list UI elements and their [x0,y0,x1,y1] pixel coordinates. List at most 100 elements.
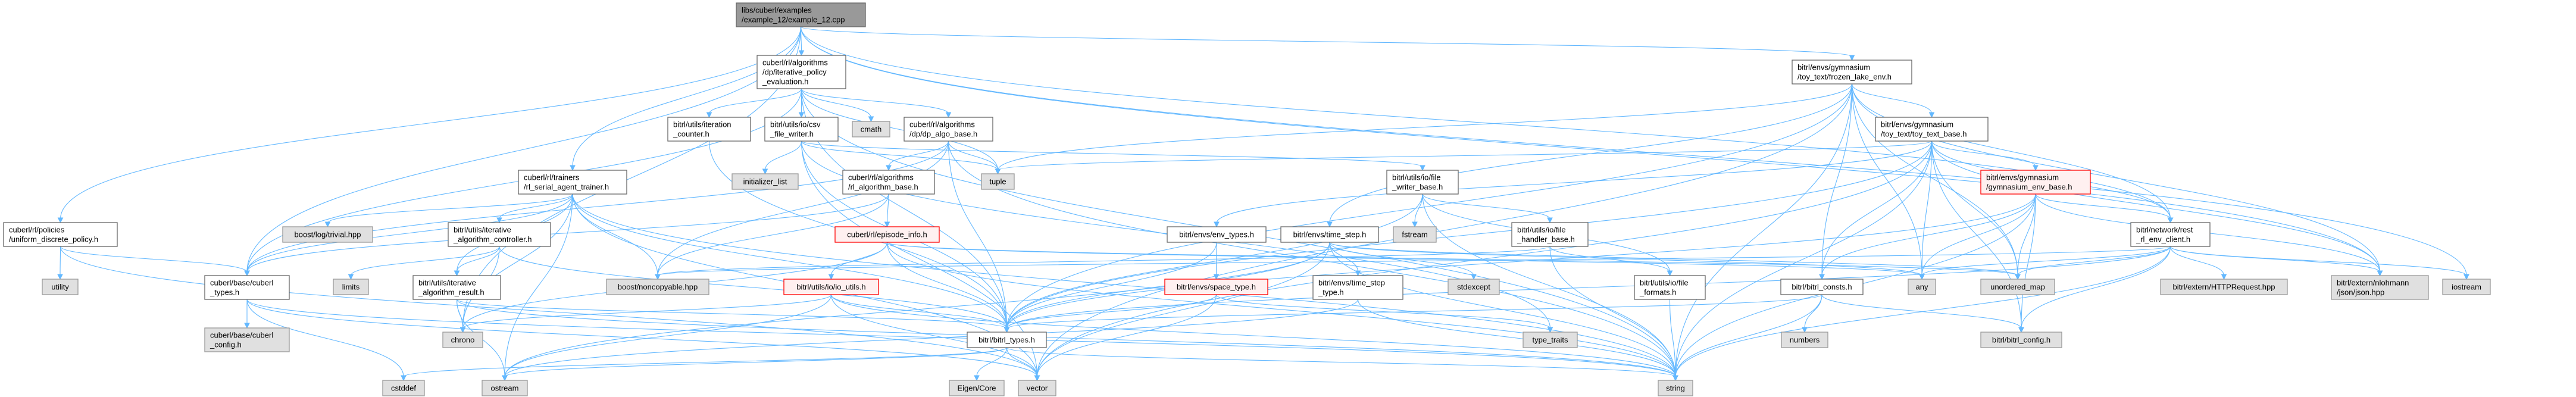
edge-cuberl_types-to-cstddef [246,299,404,377]
edge-toy_text_base-to-any [1921,140,1933,276]
node-chrono[interactable]: chrono [442,332,483,348]
node-file-writer-base[interactable]: bitrl/utils/io/file_writer_base.h [1386,170,1459,195]
node-episode-info[interactable]: cuberl/rl/episode_info.h [834,226,940,243]
edge-bitrl_consts-to-bitrl_types [1006,294,1822,329]
node-limits[interactable]: limits [333,279,369,295]
edge-toy_text_base-to-bitrl_types [1006,140,1933,329]
edge-bitrl_types-to-vector [1006,347,1038,377]
node-noncopyable[interactable]: boost/noncopyable.hpp [606,279,709,295]
edge-space_type-to-vector [1036,294,1217,377]
node-box [448,222,551,247]
node-label: /uniform_discrete_policy.h [9,235,98,244]
edge-toy_text_base-to-gym_env_base [1931,140,2036,167]
edge-toy_text_base-to-bitrl_config [1931,140,2022,329]
node-toy-text-base[interactable]: bitrl/envs/gymnasium/toy_text/toy_text_b… [1875,117,1989,142]
node-boost-log[interactable]: boost/log/trivial.hpp [282,226,373,243]
node-box [904,117,993,142]
arrowhead-icon [1420,165,1425,171]
node-utility[interactable]: utility [42,279,79,295]
edge-frozen_lake-to-vector [1036,83,1853,377]
node-label: initializer_list [743,177,787,186]
node-cuberl-types[interactable]: cuberl/base/cuberl_types.h [204,275,290,300]
node-bitrl-types[interactable]: bitrl/bitrl_types.h [967,332,1047,348]
node-http-request[interactable]: bitrl/extern/HTTPRequest.hpp [2160,279,2288,295]
node-string[interactable]: string [1658,380,1693,396]
node-iostream[interactable]: iostream [2442,279,2491,295]
node-cuberl-config[interactable]: cuberl/base/cuberl_config.h [204,327,290,352]
node-dp-algo-base[interactable]: cuberl/rl/algorithms/dp/dp_algo_base.h [904,117,993,142]
node-box [606,279,709,295]
arrowhead-icon [244,270,250,277]
edge-trainer-to-boost_log [327,193,573,224]
node-any[interactable]: any [1908,279,1936,295]
node-fstream[interactable]: fstream [1393,226,1437,243]
node-unordered-map[interactable]: unordered_map [1980,279,2055,295]
node-box [2331,275,2429,300]
node-tuple[interactable]: tuple [981,173,1015,190]
node-type-traits[interactable]: type_traits [1523,332,1578,348]
node-stdexcept[interactable]: stdexcept [1448,279,1500,295]
edge-cuberl_types-to-string [246,299,1676,377]
node-box [731,173,799,190]
node-env-types[interactable]: bitrl/envs/env_types.h [1167,226,1267,243]
node-box [764,117,839,142]
node-root[interactable]: libs/cuberl/examples/example_12/example_… [736,2,866,27]
edge-ipe-to-dp_algo_base [801,88,949,114]
node-label: bitrl/envs/time_step.h [1293,230,1367,239]
node-rl-algo-base[interactable]: cuberl/rl/algorithms/rl_algorithm_base.h [842,170,935,195]
node-label: cuberl/base/cuberl [210,331,273,340]
node-box [1312,275,1403,300]
node-cmath[interactable]: cmath [852,121,890,137]
node-vector[interactable]: vector [1018,380,1056,396]
node-numbers[interactable]: numbers [1781,332,1828,348]
node-label: /toy_text/toy_text_base.h [1881,130,1967,139]
edge-gym_env_base-to-bitrl_consts [1821,193,2036,276]
node-bitrl-consts[interactable]: bitrl/bitrl_consts.h [1780,279,1864,295]
node-cstddef[interactable]: cstddef [382,380,425,396]
node-box [2160,279,2288,295]
node-box [482,380,528,396]
node-frozen-lake[interactable]: bitrl/envs/gymnasium/toy_text/frozen_lak… [1792,60,1912,85]
edge-trainer-to-ostream [504,193,573,377]
node-file-handler-base[interactable]: bitrl/utils/io/file_handler_base.h [1511,222,1589,247]
node-box [333,279,369,295]
node-box [1780,279,1864,295]
node-json[interactable]: bitrl/extern/nlohmann/json/json.hpp [2331,275,2429,300]
edge-rest_client-to-any [1921,246,2171,276]
arrowhead-icon [2018,327,2024,333]
edge-space_type-to-bitrl_types [1006,294,1217,329]
node-ostream[interactable]: ostream [482,380,528,396]
node-box [1658,380,1693,396]
node-label: _config.h [210,340,242,349]
edge-rest_client-to-http_request [2169,246,2225,276]
node-bitrl-config[interactable]: bitrl/bitrl_config.h [1980,332,2062,348]
edge-gym_env_base-to-bitrl_config [2021,193,2036,329]
node-iac[interactable]: bitrl/utils/iterative_algorithm_controll… [448,222,551,247]
node-iar[interactable]: bitrl/utils/iterative_algorithm_result.h [412,275,501,300]
node-label: vector [1027,384,1048,393]
node-gym-env-base[interactable]: bitrl/envs/gymnasium/gymnasium_env_base.… [1980,170,2091,195]
node-box [736,2,866,27]
node-time-step[interactable]: bitrl/envs/time_step.h [1280,226,1379,243]
node-iter-counter[interactable]: bitrl/utils/iteration_counter.h [667,117,751,142]
node-io-utils[interactable]: bitrl/utils/io/io_utils.h [783,279,879,295]
node-eigen[interactable]: Eigen/Core [949,380,1005,396]
edge-rest_client-to-iostream [2169,246,2467,276]
node-ipe[interactable]: cuberl/rl/algorithms/dp/iterative_policy… [756,55,846,89]
arrowhead-icon [1672,375,1678,382]
node-trainer[interactable]: cuberl/rl/trainers/rl_serial_agent_train… [518,170,627,195]
edge-toy_text_base-to-tuple [997,140,1933,171]
node-policy[interactable]: cuberl/rl/policies/uniform_discrete_poli… [3,222,118,247]
arrowhead-icon [2015,274,2021,280]
node-space-type[interactable]: bitrl/envs/space_type.h [1164,279,1268,295]
nodes-layer: libs/cuberl/examples/example_12/example_… [3,2,2491,396]
node-file-formats[interactable]: bitrl/utils/io/file_formats.h [1634,275,1706,300]
node-box [1980,279,2055,295]
node-label: fstream [1402,230,1427,239]
node-init-list[interactable]: initializer_list [731,173,799,190]
arrowhead-icon [868,116,874,123]
node-time-step-type[interactable]: bitrl/envs/time_step_type.h [1312,275,1403,300]
node-csv-writer[interactable]: bitrl/utils/io/csv_file_writer.h [764,117,839,142]
arrowhead-icon [1412,221,1418,228]
node-rest-client[interactable]: bitrl/network/rest_rl_env_client.h [2130,222,2211,247]
